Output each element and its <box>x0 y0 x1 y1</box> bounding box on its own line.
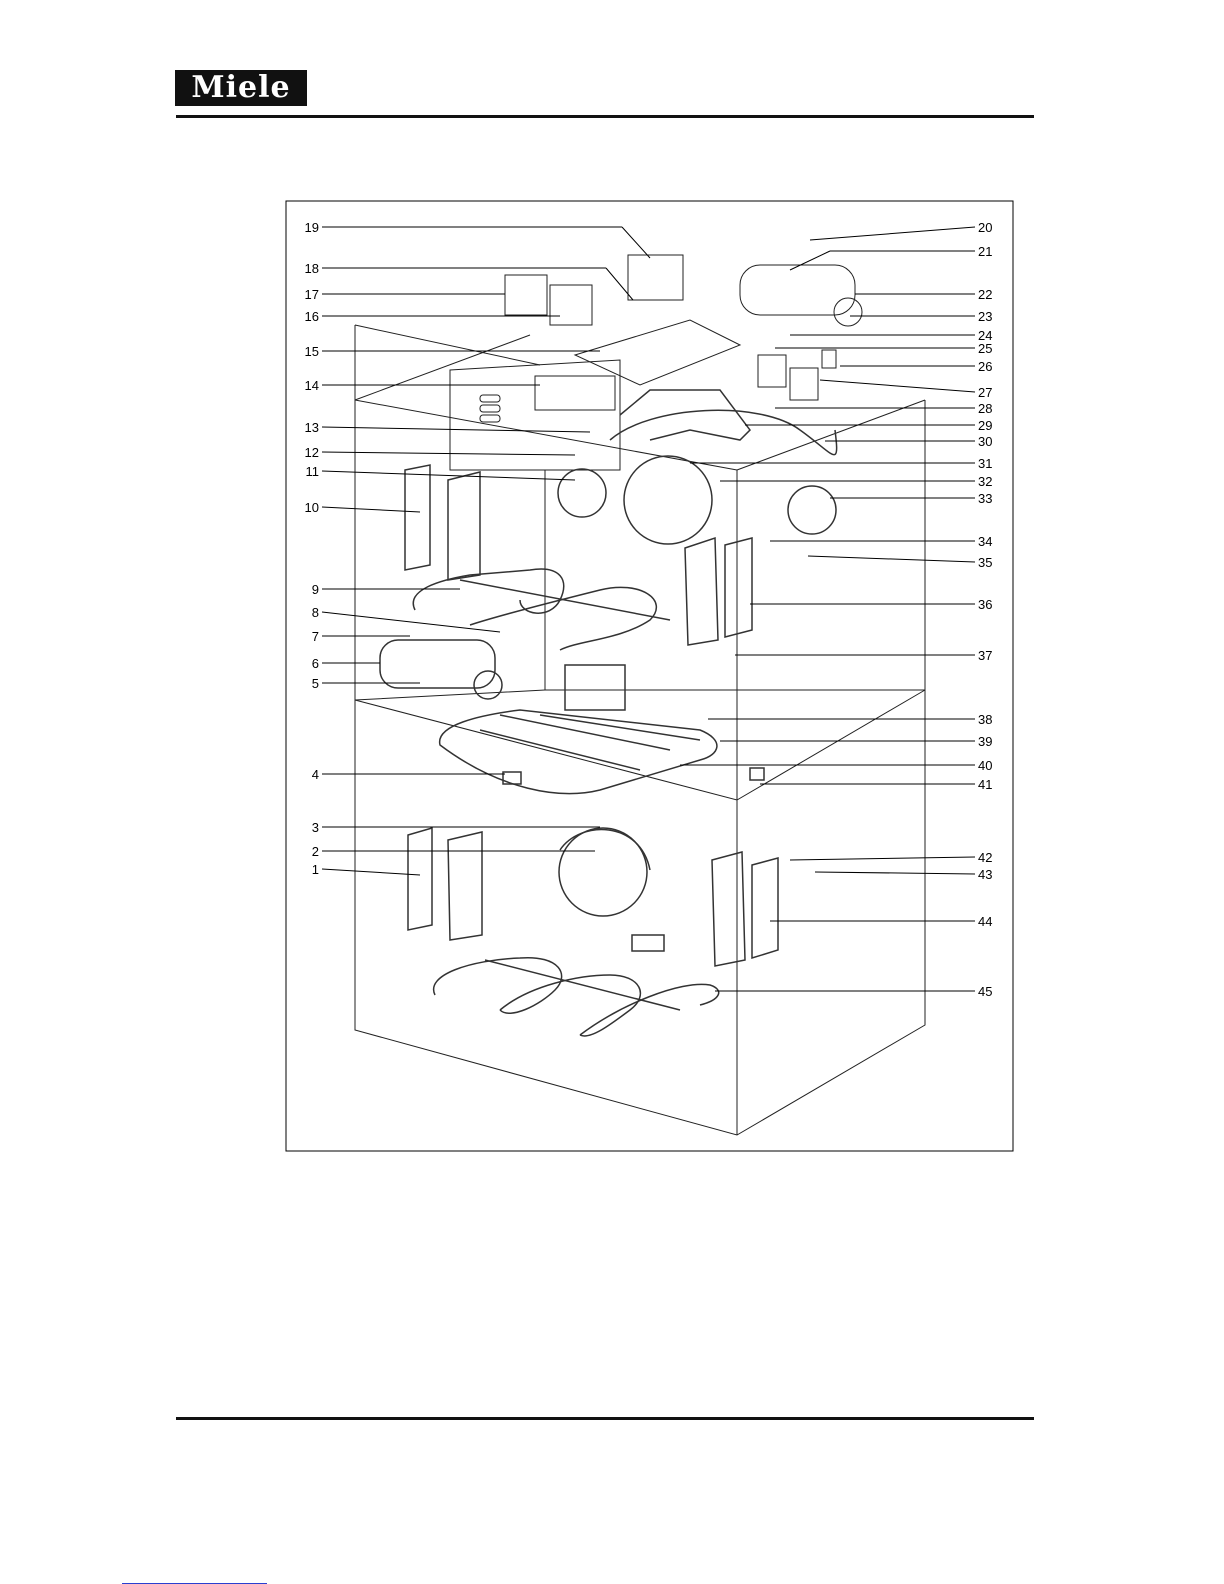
callout-label-32: 32 <box>978 474 992 489</box>
callout-label-18: 18 <box>305 261 319 276</box>
callout-label-3: 3 <box>312 820 319 835</box>
callout-label-22: 22 <box>978 287 992 302</box>
callout-label-27: 27 <box>978 385 992 400</box>
callout-label-43: 43 <box>978 867 992 882</box>
callout-label-35: 35 <box>978 555 992 570</box>
callout-label-8: 8 <box>312 605 319 620</box>
callout-label-40: 40 <box>978 758 992 773</box>
callout-label-42: 42 <box>978 850 992 865</box>
callout-label-15: 15 <box>305 344 319 359</box>
leader-lines-left <box>322 227 650 875</box>
callout-labels-right: 2021222324252627282930313233343536373839… <box>978 220 992 999</box>
callout-label-20: 20 <box>978 220 992 235</box>
callout-labels-left: 19 18 17 16 15 14 13 12 11 10 9 8 7 6 5 4 3 2 1 <box>305 220 319 877</box>
callout-label-21: 21 <box>978 244 992 259</box>
callout-label-25: 25 <box>978 341 992 356</box>
callout-label-36: 36 <box>978 597 992 612</box>
callout-label-7: 7 <box>312 629 319 644</box>
callout-label-5: 5 <box>312 676 319 691</box>
callout-label-17: 17 <box>305 287 319 302</box>
callout-label-13: 13 <box>305 420 319 435</box>
callout-label-19: 19 <box>305 220 319 235</box>
callout-label-39: 39 <box>978 734 992 749</box>
callout-label-14: 14 <box>305 378 319 393</box>
callout-label-44: 44 <box>978 914 992 929</box>
callout-label-10: 10 <box>305 500 319 515</box>
callout-label-28: 28 <box>978 401 992 416</box>
callout-label-9: 9 <box>312 582 319 597</box>
callout-label-12: 12 <box>305 445 319 460</box>
callout-label-16: 16 <box>305 309 319 324</box>
diagram-frame <box>286 201 1013 1151</box>
callout-label-26: 26 <box>978 359 992 374</box>
callout-label-33: 33 <box>978 491 992 506</box>
callout-label-31: 31 <box>978 456 992 471</box>
upper-oven-parts <box>380 390 837 710</box>
callout-label-30: 30 <box>978 434 992 449</box>
footer-rule <box>176 1417 1034 1420</box>
callout-label-4: 4 <box>312 767 319 782</box>
callout-label-2: 2 <box>312 844 319 859</box>
callout-label-29: 29 <box>978 418 992 433</box>
callout-label-6: 6 <box>312 656 319 671</box>
callout-label-11: 11 <box>306 464 320 479</box>
callout-label-45: 45 <box>978 984 992 999</box>
lower-oven-parts <box>408 710 778 1036</box>
callout-label-38: 38 <box>978 712 992 727</box>
top-components <box>505 255 862 400</box>
callout-label-34: 34 <box>978 534 992 549</box>
callout-label-1: 1 <box>312 862 319 877</box>
callout-label-23: 23 <box>978 309 992 324</box>
callout-label-41: 41 <box>978 777 992 792</box>
callout-label-37: 37 <box>978 648 992 663</box>
